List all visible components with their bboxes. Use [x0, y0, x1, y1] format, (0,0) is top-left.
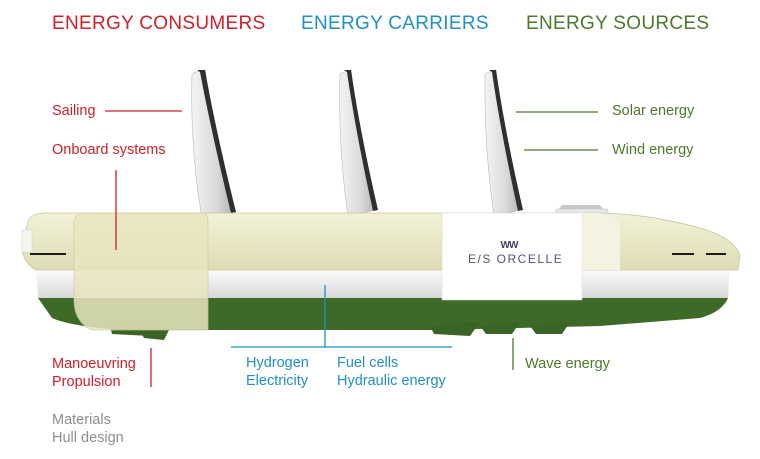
bow-cap: [21, 229, 33, 253]
label-manoeuvring: Manoeuvring: [52, 356, 136, 372]
consumer-connectors: [105, 110, 182, 387]
hull-wrap-panel: [73, 212, 209, 331]
keel-fins: [110, 322, 570, 340]
carrier-connectors: [231, 285, 452, 348]
label-wind-energy: Wind energy: [612, 142, 694, 158]
energy-sources-header: ENERGY SOURCES: [526, 13, 710, 34]
label-electricity: Electricity: [246, 373, 309, 389]
label-propulsion: Propulsion: [52, 374, 121, 390]
label-onboard-systems: Onboard systems: [52, 142, 166, 158]
accommodation-edge: [582, 213, 620, 270]
source-connectors: [512, 111, 598, 370]
wing-sail-3: [484, 69, 523, 217]
energy-consumers-header: ENERGY CONSUMERS: [52, 13, 266, 34]
ship-name: E/S ORCELLE: [468, 252, 564, 266]
label-wave-energy: Wave energy: [525, 356, 610, 372]
wing-sail-2: [339, 69, 378, 217]
hull-green-section: [38, 298, 728, 330]
accommodation-block: [441, 212, 583, 301]
ship-logo-icon: WW: [500, 240, 519, 251]
label-solar-energy: Solar energy: [612, 103, 695, 119]
label-hydrogen: Hydrogen: [246, 355, 309, 371]
label-hydraulic-energy: Hydraulic energy: [337, 373, 446, 389]
wing-sail-1: [191, 69, 236, 219]
energy-carriers-header: ENERGY CARRIERS: [301, 13, 489, 34]
label-hull-design: Hull design: [52, 430, 124, 446]
label-sailing: Sailing: [52, 103, 96, 119]
label-materials: Materials: [52, 412, 111, 428]
label-fuel-cells: Fuel cells: [337, 355, 399, 371]
